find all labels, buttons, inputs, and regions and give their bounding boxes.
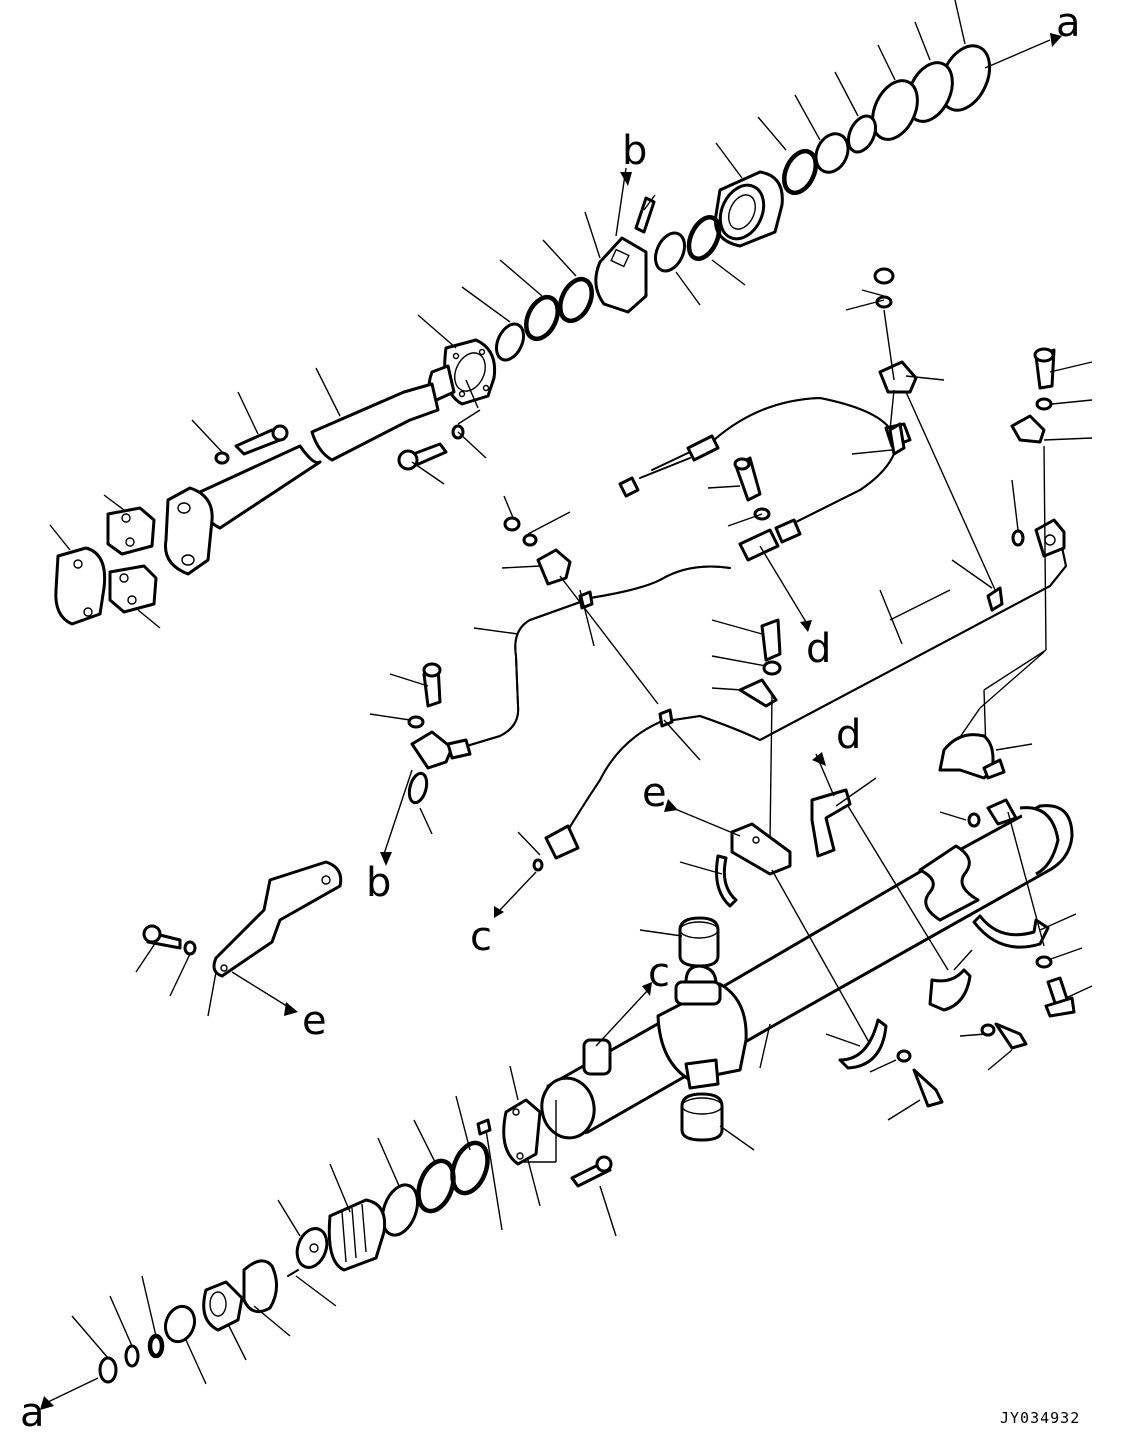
lower-leader-lines: [40, 651, 1093, 1410]
callout-a-bottom: a: [20, 1390, 45, 1436]
callout-letters: a b d d e b c c e a: [20, 0, 1081, 1436]
upper-leader-lines: [49, 0, 1062, 629]
callout-b-top: b: [622, 128, 647, 174]
callout-c-top: c: [470, 914, 492, 960]
callout-a-top: a: [1056, 0, 1081, 46]
lower-cylinder-assembly: [98, 804, 1074, 1384]
callout-d-bottom: d: [836, 712, 861, 758]
callout-b-bottom: b: [366, 860, 391, 906]
upper-shaft-assembly: [54, 44, 992, 626]
callout-c-bottom: c: [648, 950, 670, 996]
clamps-and-brackets: [142, 733, 1076, 1108]
callout-e-top: e: [642, 770, 667, 816]
middle-leader-lines: [369, 289, 1093, 918]
drawing-code: JY034932: [1000, 1409, 1081, 1427]
callout-d-top: d: [806, 626, 831, 672]
hose-and-pipe-assembly: [407, 267, 1067, 872]
callout-e-bottom: e: [302, 998, 327, 1044]
